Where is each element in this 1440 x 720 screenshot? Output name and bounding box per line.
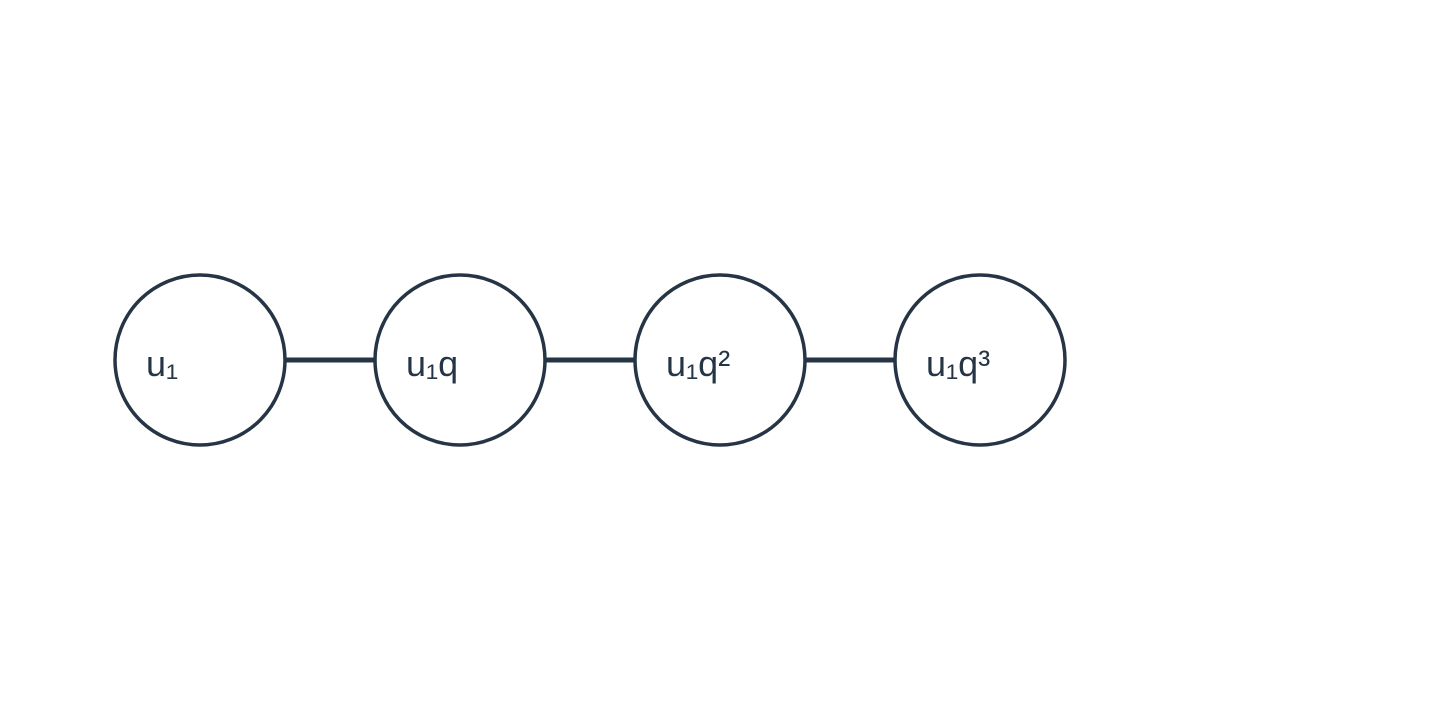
node-label: u₁q³	[926, 343, 990, 384]
nodes-layer: u₁ u₁q u₁q² u₁q³	[113, 273, 1067, 447]
node-circle	[893, 273, 1067, 447]
node-circle	[633, 273, 807, 447]
node-circle	[373, 273, 547, 447]
node-1: u₁	[113, 273, 287, 447]
node-4: u₁q³	[893, 273, 1067, 447]
node-label: u₁q²	[666, 343, 730, 384]
node-label: u₁q	[406, 343, 458, 384]
node-circle	[113, 273, 287, 447]
node-label: u₁	[146, 343, 178, 384]
node-2: u₁q	[373, 273, 547, 447]
node-3: u₁q²	[633, 273, 807, 447]
